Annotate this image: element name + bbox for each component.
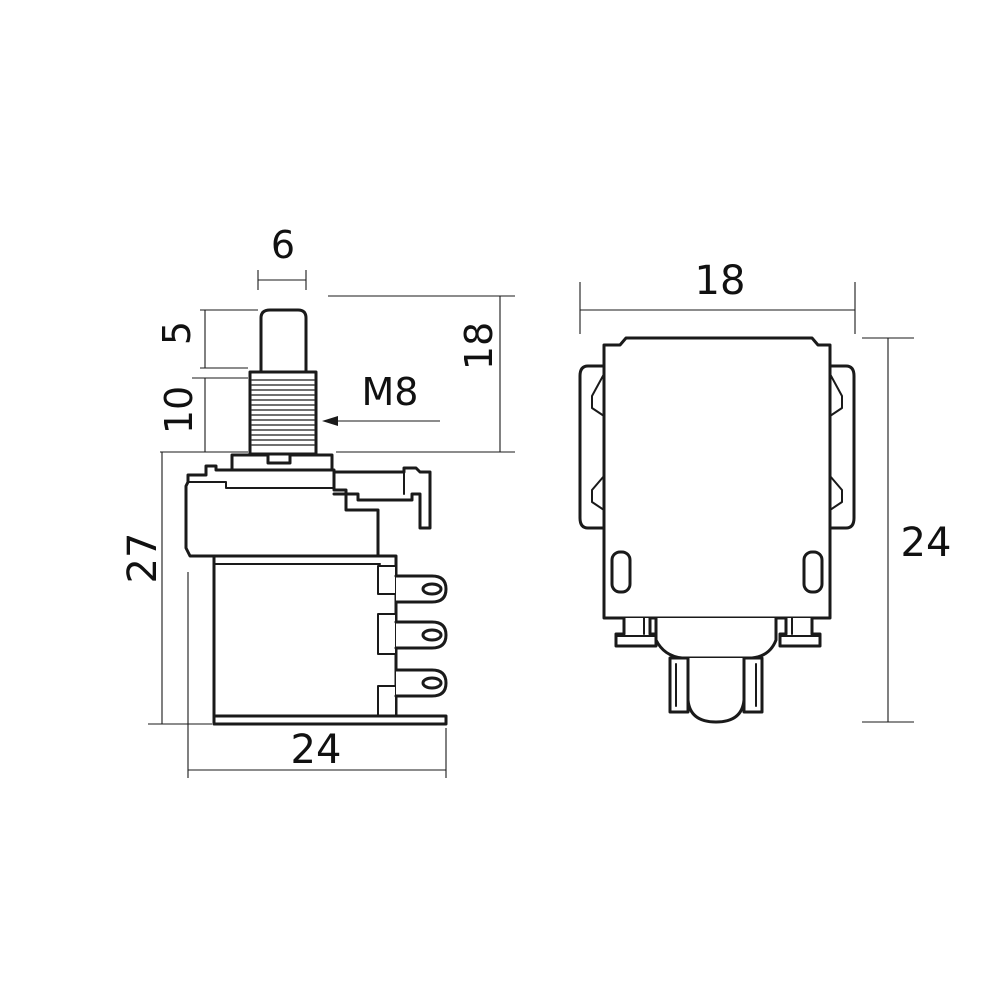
front-body (602, 336, 832, 620)
label-body-height: 27 (120, 533, 166, 584)
dimension-lines-left (148, 270, 515, 778)
label-thread: M8 (362, 370, 419, 414)
center-bulge (654, 616, 778, 660)
side-view: 6 5 10 18 M8 27 24 (120, 223, 515, 778)
left-foot (614, 616, 658, 648)
pins (668, 656, 764, 714)
label-total-height-left: 18 (457, 322, 501, 370)
label-shaft-width: 6 (271, 223, 295, 267)
label-shaft-length: 5 (155, 321, 199, 345)
housing-top-line (187, 481, 335, 489)
base-plate (212, 714, 448, 726)
label-height-right: 24 (901, 520, 952, 566)
switch-box (212, 554, 398, 718)
mounting-nut (230, 453, 334, 472)
front-view: 18 24 (578, 258, 952, 724)
dimension-lines-right (579, 282, 914, 723)
side-lug (332, 466, 432, 530)
threaded-bushing (248, 370, 318, 456)
right-clip (828, 364, 856, 530)
terminal-1 (377, 565, 448, 604)
right-slot (802, 550, 824, 594)
right-foot (778, 616, 822, 648)
center-pin (686, 656, 746, 724)
pot-housing (184, 464, 380, 558)
label-bushing-length: 10 (157, 386, 201, 434)
left-slot (610, 550, 632, 594)
terminal-2 (377, 613, 448, 655)
label-top-width-right: 18 (695, 258, 746, 304)
label-body-width-left: 24 (291, 727, 342, 773)
left-clip (578, 364, 606, 530)
terminal-3 (377, 668, 448, 717)
shaft (259, 308, 308, 374)
